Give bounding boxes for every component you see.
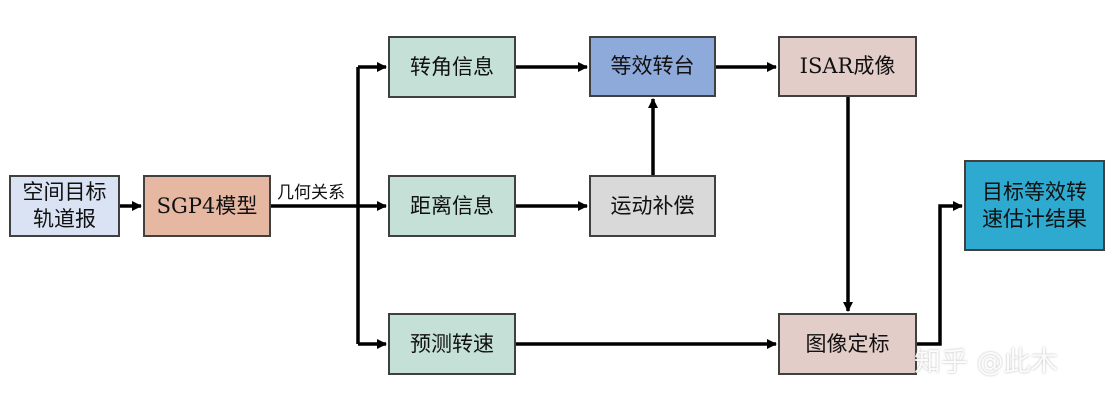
- node-predict-speed: 预测转速: [388, 313, 516, 375]
- node-orbit-report-line2: 轨道报: [33, 207, 96, 231]
- node-sgp4-model-label: SGP4模型: [156, 193, 258, 218]
- node-orbit-report: 空间目标 轨道报: [9, 175, 120, 237]
- node-isar-imaging: ISAR成像: [778, 36, 917, 97]
- node-speed-estimation-result-line1: 目标等效转: [982, 179, 1087, 204]
- node-speed-estimation-result: 目标等效转 速估计结果: [964, 160, 1105, 251]
- node-orbit-report-line1: 空间目标: [22, 180, 107, 204]
- node-motion-compensation-label: 运动补偿: [610, 193, 695, 218]
- watermark: 知乎 @此木: [914, 347, 1058, 378]
- node-equivalent-turntable-label: 等效转台: [610, 54, 695, 78]
- node-range-info-label: 距离信息: [410, 193, 494, 218]
- node-predict-speed-label: 预测转速: [410, 331, 494, 356]
- node-speed-estimation-result-line2: 速估计结果: [982, 206, 1087, 231]
- node-isar-imaging-label: ISAR成像: [799, 54, 896, 78]
- node-angle-info-label: 转角信息: [410, 54, 494, 79]
- node-range-info: 距离信息: [388, 175, 516, 237]
- node-image-calibration: 图像定标: [778, 313, 917, 375]
- node-angle-info: 转角信息: [388, 36, 516, 98]
- node-motion-compensation: 运动补偿: [589, 175, 716, 237]
- node-equivalent-turntable: 等效转台: [589, 36, 716, 97]
- node-sgp4-model: SGP4模型: [143, 175, 271, 237]
- edge-label-geometry: 几何关系: [277, 183, 345, 203]
- node-image-calibration-label: 图像定标: [805, 331, 890, 356]
- arrow-calib-to-result: [917, 201, 963, 346]
